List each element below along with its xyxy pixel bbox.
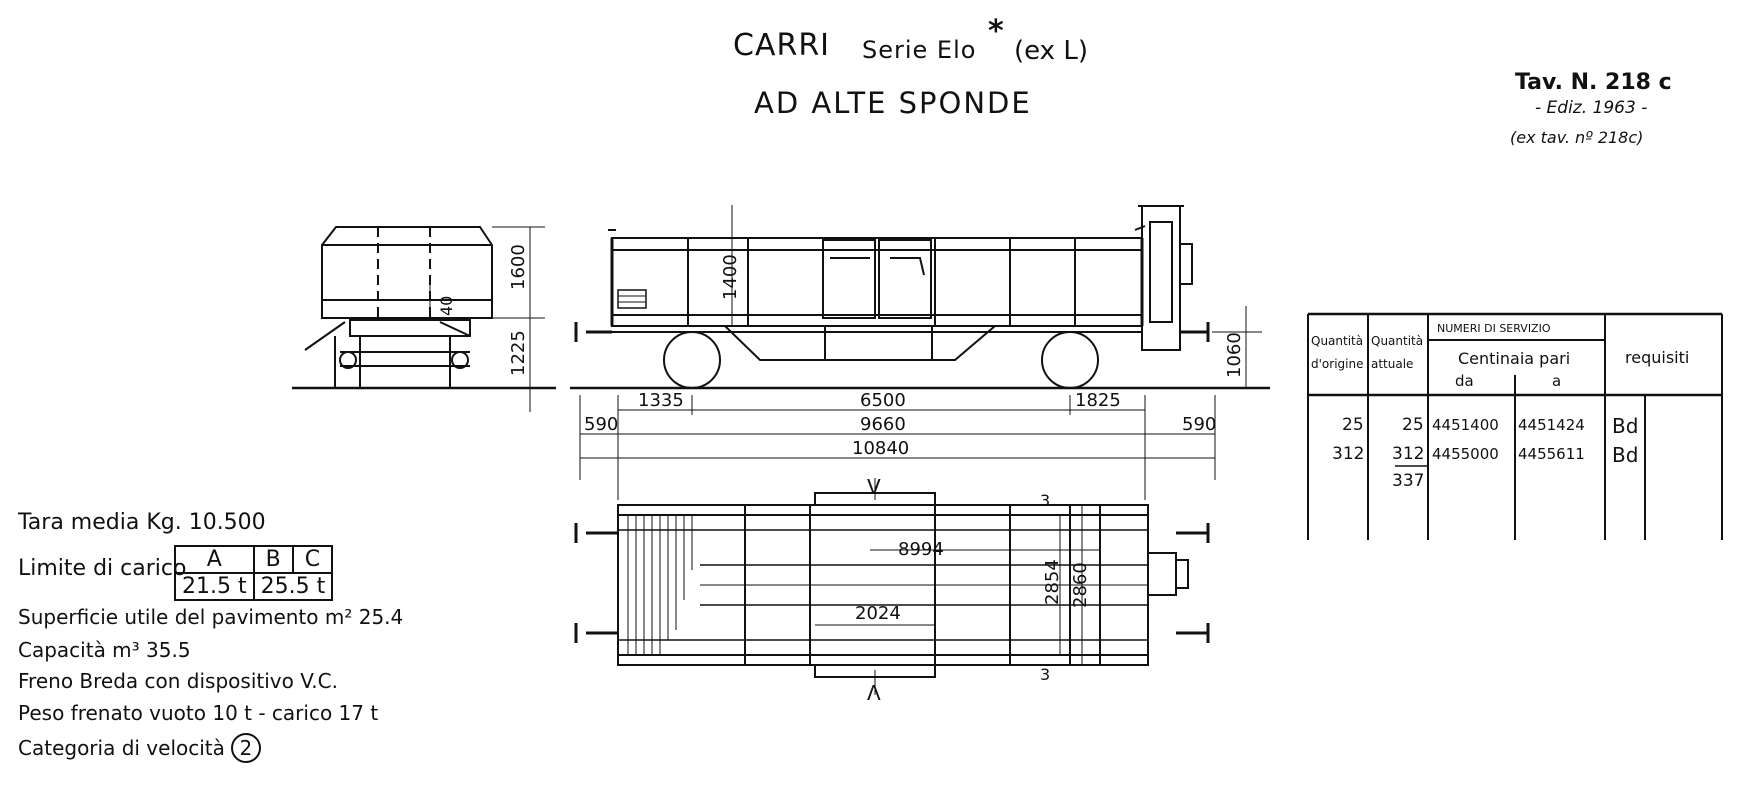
title-carri: CARRI [733, 28, 831, 63]
spec-limite-label: Limite di carico [18, 556, 187, 581]
spec-categoria-label: Categoria di velocità [18, 736, 225, 760]
spec-superficie: Superficie utile del pavimento m² 25.4 [18, 605, 404, 629]
dim-1825: 1825 [1075, 390, 1121, 411]
dim-10840: 10840 [852, 438, 909, 459]
row2-att: 312 [1392, 444, 1424, 464]
title-serie: Serie Elo [862, 36, 977, 64]
limite-value-bc: 25.5 t [252, 572, 334, 601]
row1-orig: 25 [1342, 415, 1364, 435]
spec-tara: Tara media Kg. 10.500 [18, 510, 266, 535]
dim-8994: 8994 [898, 539, 944, 560]
dim-1335: 1335 [638, 390, 684, 411]
section-num-bottom: 3 [1040, 665, 1050, 684]
dim-side-inner: 40 [437, 296, 456, 316]
side-elevation [570, 205, 1270, 390]
row1-a: 4451424 [1518, 416, 1585, 434]
title-ex-series: (ex L) [1014, 36, 1088, 66]
dim-9660: 9660 [860, 414, 906, 435]
hdr-requisiti: requisiti [1625, 348, 1689, 367]
spec-peso: Peso frenato vuoto 10 t - carico 17 t [18, 701, 379, 725]
spec-capacita: Capacità m³ 35.5 [18, 638, 191, 662]
row2-orig: 312 [1332, 444, 1364, 464]
limite-header-c: C [291, 545, 334, 574]
hdr-qty-att-1: Quantità [1371, 334, 1423, 348]
row1-att: 25 [1402, 415, 1424, 435]
dim-buffer-height: 1060 [1224, 332, 1245, 378]
dim-body-height: 1400 [720, 254, 741, 300]
title-subtitle: AD ALTE SPONDE [754, 86, 1032, 120]
hdr-a: a [1552, 372, 1561, 390]
dim-2854: 2854 [1042, 559, 1063, 605]
section-num-top: 3 [1040, 491, 1050, 510]
edition: - Ediz. 1963 - [1535, 98, 1648, 118]
row2-a: 4455611 [1518, 445, 1585, 463]
row1-req: Bd [1612, 414, 1638, 438]
dim-side-base: 1225 [508, 330, 529, 376]
hdr-qty-orig-1: Quantità [1311, 334, 1363, 348]
dim-590-left: 590 [584, 414, 618, 435]
dim-2860: 2860 [1070, 562, 1091, 608]
limite-table: A B C 21.5 t 25.5 t [174, 545, 334, 601]
row2-da: 4455000 [1432, 445, 1499, 463]
dim-6500: 6500 [860, 390, 906, 411]
section-mark-bottom: Λ [867, 681, 881, 705]
hdr-da: da [1455, 372, 1474, 390]
table-number: Tav. N. 218 c [1515, 70, 1672, 95]
row2-req: Bd [1612, 443, 1638, 467]
dimension-lines [579, 395, 1216, 500]
end-view [292, 226, 556, 412]
speed-category-badge: 2 [230, 733, 261, 763]
limite-header-a: A [174, 545, 255, 574]
spec-freno: Freno Breda con dispositivo V.C. [18, 669, 338, 693]
service-table-grid [1307, 312, 1723, 540]
total: 337 [1392, 471, 1424, 491]
dim-590-right: 590 [1182, 414, 1216, 435]
title-asterisk: * [988, 14, 1004, 49]
dim-side-height: 1600 [508, 244, 529, 290]
hdr-qty-orig-2: d'origine [1311, 357, 1363, 371]
former-table: (ex tav. nº 218c) [1510, 128, 1644, 147]
hdr-numeri: NUMERI DI SERVIZIO [1437, 322, 1551, 335]
limite-value-a: 21.5 t [174, 572, 255, 601]
plan-view [574, 478, 1210, 695]
section-mark-top: V [867, 475, 881, 499]
hdr-centinaia: Centinaia pari [1458, 349, 1570, 368]
row1-da: 4451400 [1432, 416, 1499, 434]
hdr-qty-att-2: attuale [1371, 357, 1413, 371]
limite-header-b: B [252, 545, 294, 574]
dim-2024: 2024 [855, 603, 901, 624]
